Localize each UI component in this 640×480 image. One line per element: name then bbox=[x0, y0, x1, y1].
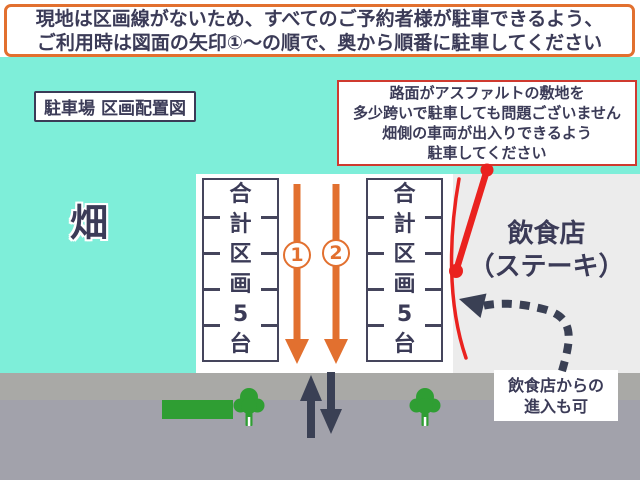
column-char: 画 bbox=[229, 272, 252, 297]
column-char: 計 bbox=[393, 212, 416, 237]
restaurant-label: 飲食店 （ステーキ） bbox=[453, 218, 640, 284]
column-char: 合 bbox=[393, 182, 416, 207]
space-divider bbox=[425, 288, 441, 291]
space-divider bbox=[425, 324, 441, 327]
route-2-badge: 2 bbox=[322, 239, 350, 267]
instruction-line-1: 現地は区画線がないため、すべてのご予約者様が駐車できるよう、 bbox=[35, 7, 604, 30]
space-divider bbox=[261, 324, 277, 327]
parking-column-left: 合 計 区 画 5 台 bbox=[202, 178, 279, 362]
diagram-title: 駐車場 区画配置図 bbox=[34, 91, 196, 122]
column-char: 合 bbox=[229, 182, 252, 207]
space-divider bbox=[204, 288, 220, 291]
entry-note-line-1: 飲食店からの bbox=[507, 375, 604, 395]
callout-line-1: 路面がアスファルトの敷地を bbox=[389, 84, 585, 102]
column-char: 区 bbox=[229, 242, 252, 267]
column-char: 5 bbox=[232, 302, 249, 327]
space-divider bbox=[425, 216, 441, 219]
callout-line-4: 駐車してください bbox=[427, 144, 547, 162]
space-divider bbox=[368, 252, 384, 255]
space-divider bbox=[368, 288, 384, 291]
space-divider bbox=[204, 324, 220, 327]
space-divider bbox=[204, 252, 220, 255]
field-label: 畑 bbox=[70, 201, 109, 245]
parking-column-right: 合 計 区 画 5 台 bbox=[366, 178, 443, 362]
column-char: 台 bbox=[393, 332, 416, 357]
instruction-banner: 現地は区画線がないため、すべてのご予約者様が駐車できるよう、 ご利用時は図面の矢… bbox=[4, 4, 635, 57]
route-2-number: 2 bbox=[329, 242, 343, 264]
column-char: 台 bbox=[229, 332, 252, 357]
restaurant-type: （ステーキ） bbox=[468, 252, 625, 282]
space-divider bbox=[261, 288, 277, 291]
column-char: 区 bbox=[393, 242, 416, 267]
instruction-line-2: ご利用時は図面の矢印①〜の順で、奥から順番に駐車してください bbox=[36, 31, 603, 54]
column-char: 5 bbox=[396, 302, 413, 327]
restaurant-name: 飲食店 bbox=[507, 219, 586, 249]
route-1-number: 1 bbox=[290, 244, 304, 266]
space-divider bbox=[261, 252, 277, 255]
callout-line-3: 畑側の車両が出入りできるよう bbox=[382, 124, 592, 142]
space-divider bbox=[368, 216, 384, 219]
callout-line-2: 多少跨いで駐車しても問題ございません bbox=[353, 104, 621, 122]
space-divider bbox=[425, 252, 441, 255]
entry-note-line-2: 進入も可 bbox=[523, 396, 588, 416]
entry-note-box: 飲食店からの 進入も可 bbox=[494, 370, 618, 421]
column-char: 計 bbox=[229, 212, 252, 237]
route-1-badge: 1 bbox=[283, 241, 311, 269]
space-divider bbox=[261, 216, 277, 219]
asphalt-callout: 路面がアスファルトの敷地を 多少跨いで駐車しても問題ございません 畑側の車両が出… bbox=[337, 80, 637, 166]
space-divider bbox=[204, 216, 220, 219]
space-divider bbox=[368, 324, 384, 327]
column-char: 画 bbox=[393, 272, 416, 297]
